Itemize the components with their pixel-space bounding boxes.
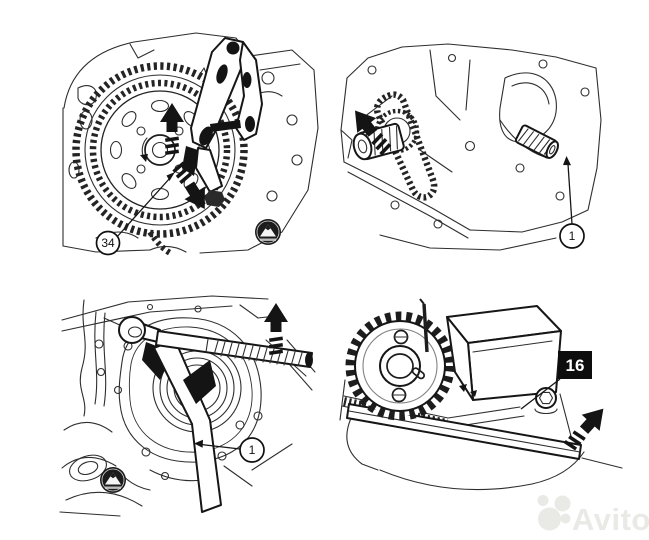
figure-camshaft-sprocket-locking-tool: 16 [339,298,623,491]
callout-16-label: 16 [566,356,585,375]
drive-chain [373,91,438,201]
publisher-logo-icon [254,218,282,246]
figure-seal-removal-levers: 1 [59,295,316,517]
callout-16-box [558,351,592,379]
pry-lever-tool [142,339,222,513]
callout-16: 16 [520,351,592,410]
locking-bar-handle [346,403,582,460]
publisher-logo-icon [99,466,127,494]
timing-chain [72,62,248,257]
callout-34-label: 34 [101,236,115,250]
figure-engine-block-chain-dowel: 1 [340,43,602,251]
camshaft-sprocket [345,311,455,421]
callout-1: 1 [239,437,265,463]
dowel-pin [515,124,559,160]
callout-34: 34 [95,230,121,256]
bolt [534,387,558,415]
callout-1-label: 1 [569,229,576,243]
leader-arrow [563,156,573,225]
timing-pin [419,298,429,353]
engine-outline [59,295,316,517]
engine-outline [339,379,623,491]
callout-1-label: 1 [249,443,256,457]
leader-arrow [115,172,175,239]
tool-block [446,305,562,401]
leader-arrow [194,439,241,450]
avito-watermark: Avito [537,495,649,537]
breaker-bar-tool [118,316,313,368]
holding-tool [182,37,263,207]
avito-watermark-text: Avito [572,502,649,537]
avito-logo-icon [537,495,571,531]
callout-1: 1 [559,223,585,249]
figure-timing-chain-holding-tool: 34 [62,32,319,257]
